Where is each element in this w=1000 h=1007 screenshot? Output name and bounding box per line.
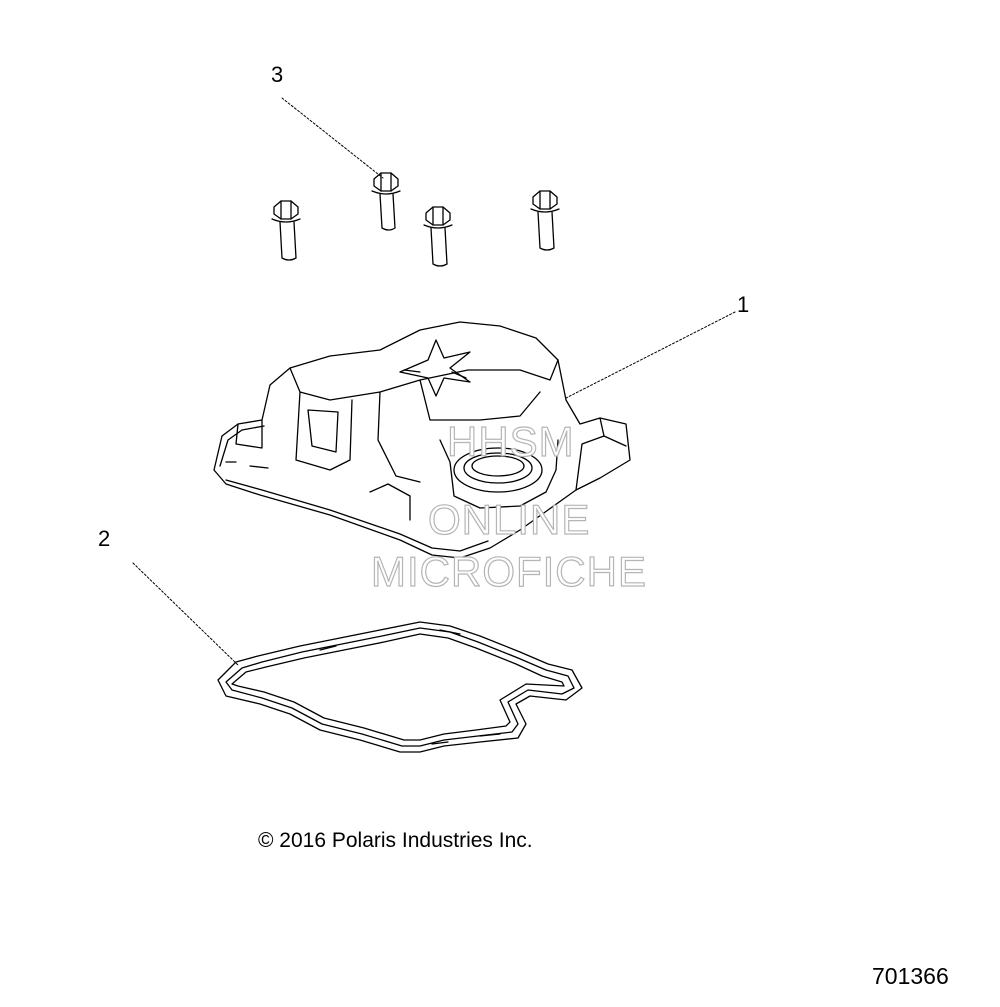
bolt-2 (371, 172, 401, 231)
bolt-4 (530, 190, 560, 251)
gasket (217, 621, 583, 753)
valve-cover (213, 321, 631, 559)
watermark-line-3: MICROFICHE (370, 547, 647, 595)
copyright-notice: © 2016 Polaris Industries Inc. (258, 829, 533, 852)
bolt-3 (423, 206, 453, 267)
callout-2: 2 (98, 526, 111, 551)
bolt-1 (271, 200, 301, 261)
leader-line-2 (132, 562, 239, 666)
leader-line-1 (565, 311, 736, 399)
watermark-line-1: HHSM (446, 417, 575, 465)
drawing-number: 701366 (872, 963, 949, 989)
leader-lines (132, 97, 736, 666)
callout-3: 3 (271, 62, 284, 87)
callout-1: 1 (737, 292, 750, 317)
watermark-line-2: ONLINE (427, 495, 591, 543)
leader-line-3 (281, 97, 384, 179)
